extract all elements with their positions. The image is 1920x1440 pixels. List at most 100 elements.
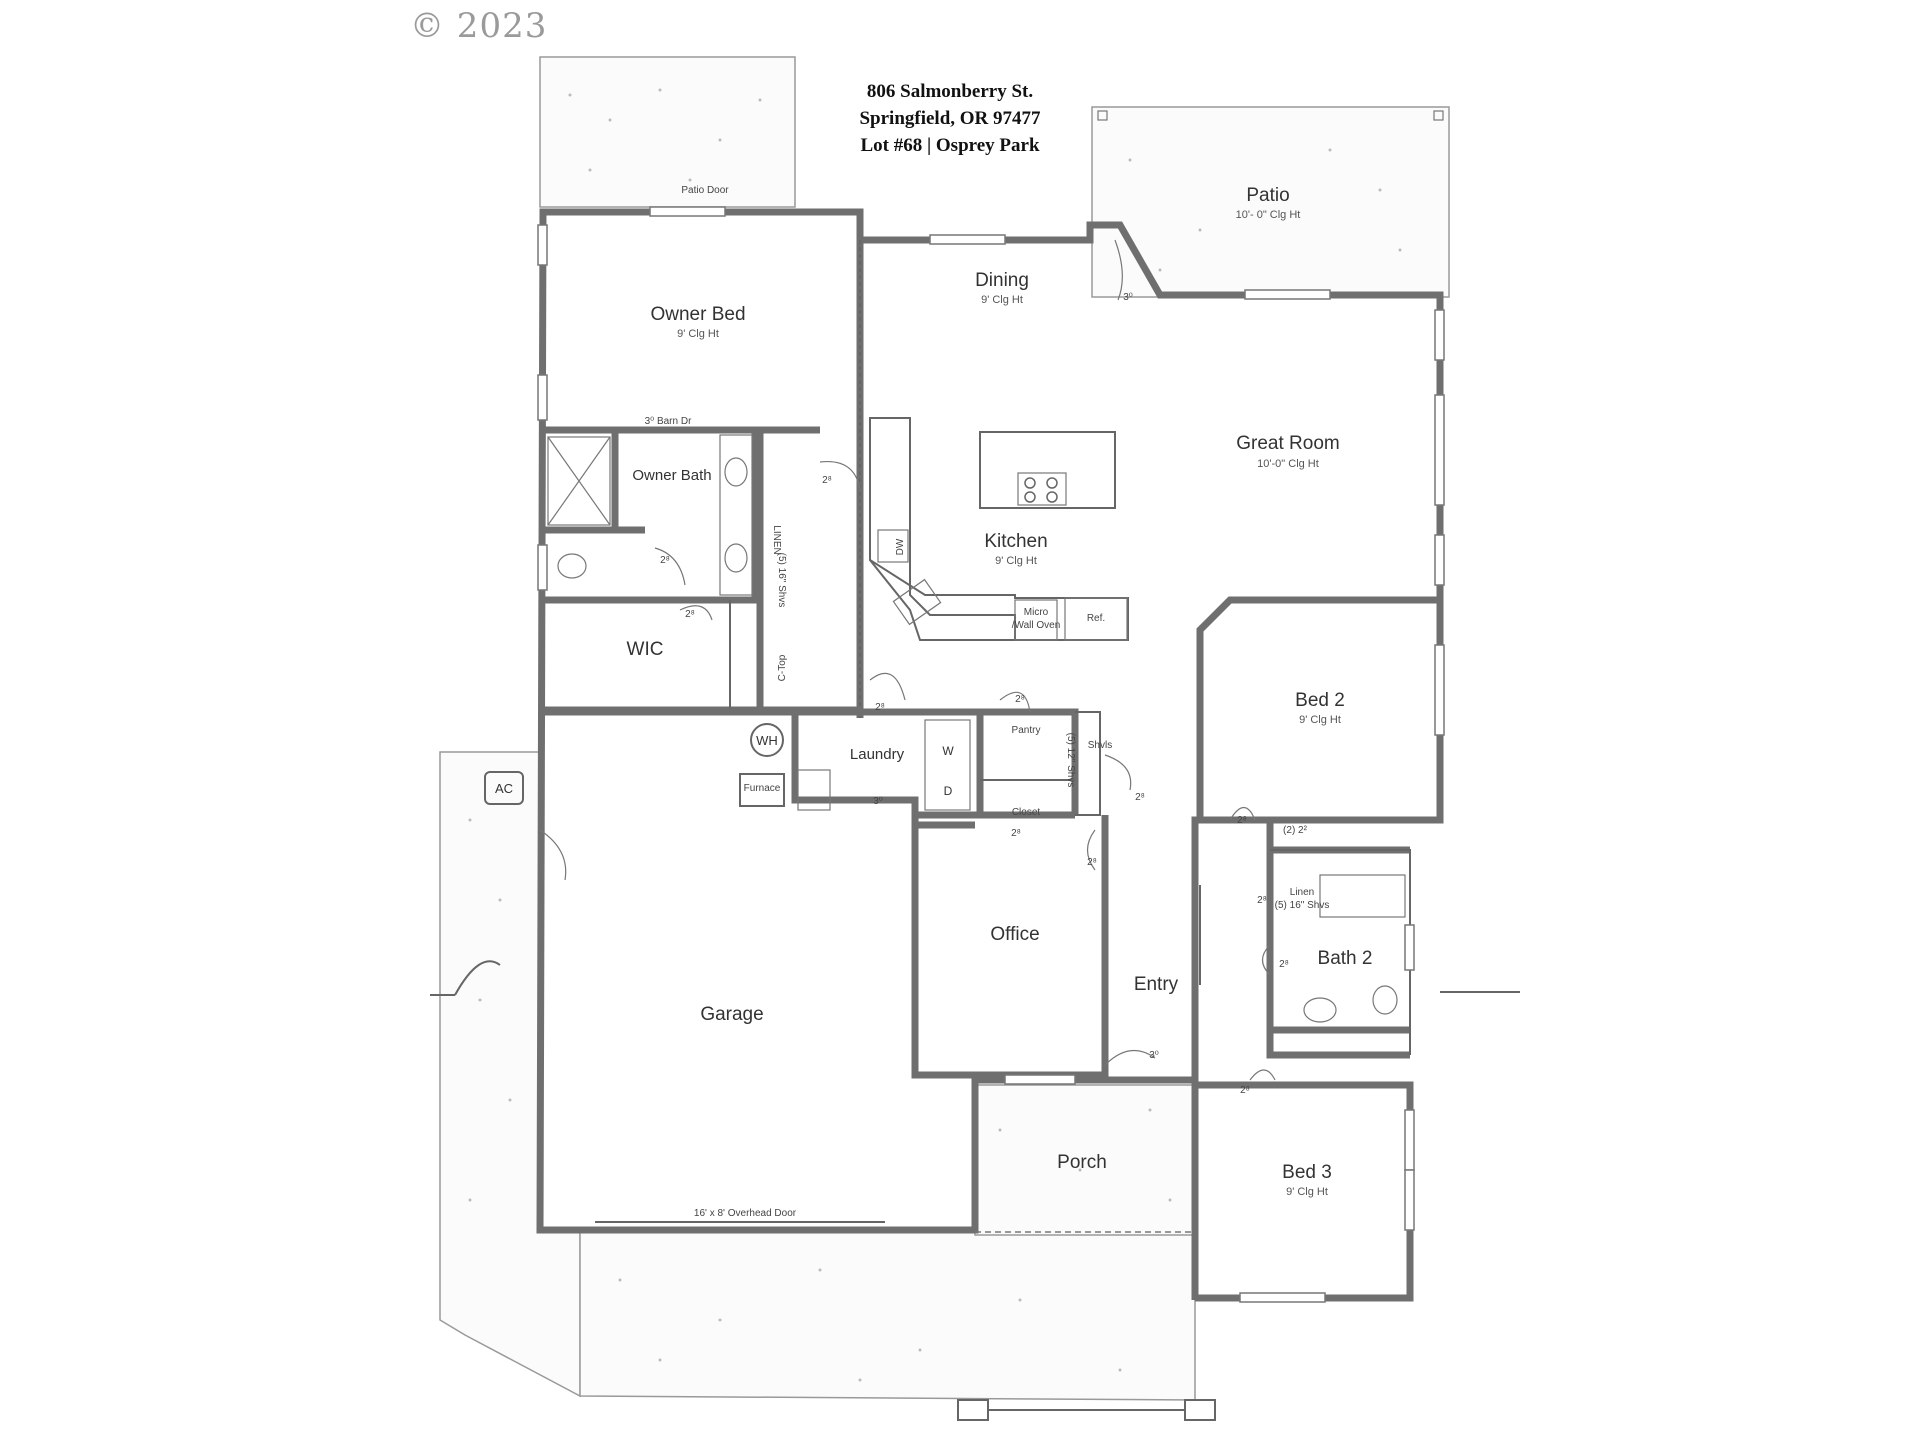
vanity	[719, 434, 753, 596]
kitchen-sink	[892, 578, 942, 626]
address-city: Springfield, OR 97477	[859, 108, 1041, 129]
door-size-entry: 3⁰	[1149, 1050, 1159, 1061]
ref-label: Ref.	[1087, 613, 1105, 624]
furnace-label: Furnace	[744, 783, 781, 794]
concrete-texture	[468, 88, 1402, 1382]
closet-label: Closet	[1012, 807, 1041, 818]
cooktop	[1017, 472, 1067, 506]
door-size-wic: 2⁸	[685, 609, 695, 620]
room-great-room-ceiling: 10'-0" Clg Ht	[1257, 458, 1319, 470]
door-swings	[539, 239, 1276, 1081]
sink-2	[724, 543, 748, 573]
address-block: 806 Salmonberry St. Springfield, OR 9747…	[820, 78, 1080, 159]
bath2-sink	[1303, 997, 1337, 1023]
micro-label: Micro	[1024, 607, 1049, 618]
side-door	[430, 960, 501, 996]
door-size-patio: 3⁰	[1123, 292, 1133, 303]
furnace	[739, 773, 785, 807]
address-street: 806 Salmonberry St.	[866, 81, 1034, 102]
bed2-walls	[1196, 596, 1440, 820]
door-size-closet: 2⁸	[1011, 828, 1021, 839]
counter-edge	[869, 418, 1128, 641]
room-dining-ceiling: 9' Clg Ht	[981, 294, 1023, 306]
water-heater	[750, 723, 784, 757]
linen2-label: Linen	[1290, 887, 1314, 898]
ctop-label: C-Top	[777, 654, 788, 681]
door-size-owner-bath: 2⁸	[660, 555, 670, 566]
door-size-shelves: 2⁸	[1135, 792, 1145, 803]
office-walls	[911, 815, 1109, 1079]
patio-door-label: Patio Door	[681, 185, 729, 196]
patio-post-right	[1433, 110, 1444, 121]
door-size-bed3: 2⁸	[1240, 1085, 1250, 1096]
room-bed2-ceiling: 9' Clg Ht	[1299, 714, 1341, 726]
patio-post-left	[1097, 110, 1108, 121]
kitchen-counter	[869, 417, 1129, 641]
wall-oven-label: /Wall Oven	[1012, 620, 1061, 631]
door-size-laundry: 2⁸	[875, 702, 885, 713]
shelves-12-label: (5) 12" Shvs	[1065, 733, 1076, 788]
bath-walls	[543, 430, 860, 714]
room-kitchen: Kitchen	[984, 531, 1047, 552]
linen-shelves-label: (5) 16" Shvs	[776, 553, 787, 608]
address-lot: Lot #68 | Osprey Park	[860, 135, 1040, 156]
patio-slab	[1091, 106, 1450, 298]
dw-label: DW	[895, 538, 906, 555]
pantry-closet	[1075, 711, 1101, 816]
door-size-office: 2⁸	[1087, 857, 1097, 868]
micro-oven	[1014, 599, 1058, 641]
bathtub	[1319, 874, 1406, 918]
washer-label: W	[942, 744, 954, 758]
rear-patio-slab	[539, 56, 796, 208]
pantry-label: Pantry	[1012, 725, 1041, 736]
room-dining: Dining	[975, 270, 1029, 291]
room-bed3-ceiling: 9' Clg Ht	[1286, 1186, 1328, 1198]
wh-label: WH	[756, 733, 778, 748]
washer-dryer	[924, 719, 971, 811]
shower	[547, 436, 611, 526]
sink-1	[724, 457, 748, 487]
driveway	[540, 1229, 1196, 1401]
room-office: Office	[990, 924, 1039, 945]
room-owner-bed-ceiling: 9' Clg Ht	[677, 328, 719, 340]
door-size-bed2: 2⁸	[1237, 815, 1247, 826]
door-size-closet-bed2: (2) 2²	[1283, 825, 1308, 836]
room-bath2: Bath 2	[1318, 948, 1373, 969]
cooktop-burners	[1024, 477, 1058, 503]
door-size-garage: 3⁰	[873, 796, 883, 807]
porch-slab	[974, 1084, 1196, 1236]
room-kitchen-ceiling: 9' Clg Ht	[995, 555, 1037, 567]
copyright-notice: © 2023	[410, 6, 548, 46]
room-great-room: Great Room	[1236, 433, 1339, 454]
room-porch: Porch	[1057, 1152, 1107, 1173]
room-wic: WIC	[627, 639, 664, 660]
barn-door-label: 3⁰ Barn Dr	[645, 416, 692, 427]
ac-unit	[484, 771, 524, 805]
ac-label: AC	[495, 781, 513, 796]
overhead-door-label: 16' x 8' Overhead Door	[694, 1208, 797, 1219]
shower-drain-lines	[547, 436, 611, 526]
room-bed3: Bed 3	[1282, 1162, 1332, 1183]
room-bed2: Bed 2	[1295, 690, 1345, 711]
room-garage: Garage	[700, 1004, 763, 1025]
room-patio-ceiling: 10'- 0" Clg Ht	[1236, 209, 1301, 221]
room-owner-bath: Owner Bath	[632, 467, 711, 484]
bath2-outline	[1270, 849, 1411, 1055]
dishwasher	[877, 529, 909, 563]
dryer-label: D	[944, 784, 953, 798]
room-patio: Patio	[1246, 185, 1289, 206]
porch-post-right	[1184, 1399, 1216, 1421]
windows	[537, 206, 1445, 1303]
porch-post-left	[957, 1399, 989, 1421]
door-size-pantry: 2⁸	[1015, 694, 1025, 705]
owner-toilet	[557, 553, 587, 579]
door-size-owner-suite: 2⁸	[822, 475, 832, 486]
refrigerator	[1064, 597, 1128, 641]
linen-label: LINEN	[771, 525, 782, 554]
linen2-shelves-label: (5) 16" Shvs	[1275, 900, 1330, 911]
kitchen-island	[979, 431, 1116, 509]
bath2-walls	[1266, 820, 1410, 1059]
shelves-small-label: Shvls	[1088, 740, 1112, 751]
room-entry: Entry	[1134, 974, 1179, 995]
